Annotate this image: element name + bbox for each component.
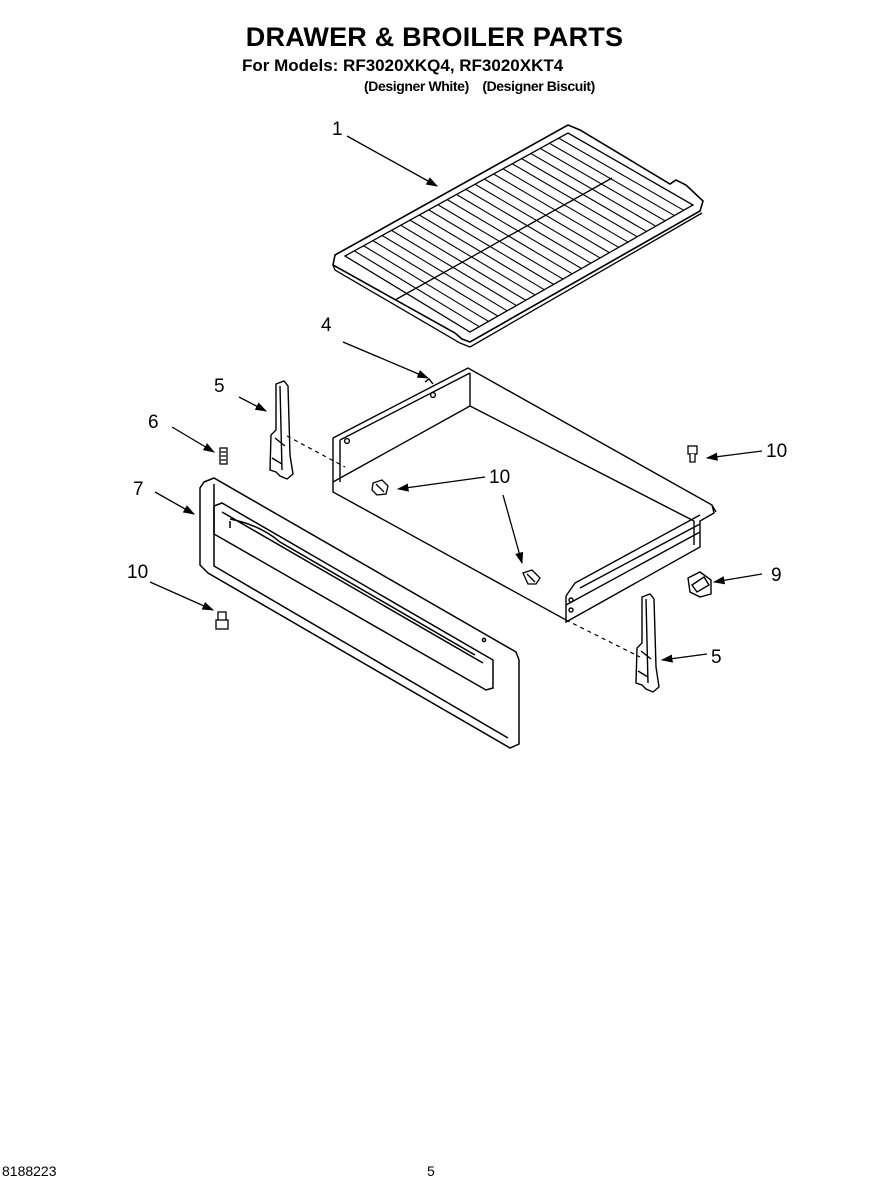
doc-number: 8188223: [2, 1163, 57, 1179]
grid-slat: [549, 142, 675, 217]
page-title: DRAWER & BROILER PARTS: [245, 22, 624, 52]
grid-slat: [409, 219, 536, 296]
drawer-slide-right: [635, 593, 660, 693]
grid-slat: [363, 245, 489, 322]
grid-slat: [400, 224, 527, 301]
screw-10-middle: [522, 569, 541, 585]
grid-slat: [446, 199, 573, 275]
grid-slat: [354, 250, 480, 328]
callout-10-right: 10: [766, 441, 787, 462]
grid-slat: [437, 204, 564, 280]
grid-slat: [493, 173, 619, 248]
grid-slat: [419, 214, 545, 291]
grid-slat: [474, 183, 601, 259]
callout-labels: 1 4 5 6 7 10 10 10 9 5: [127, 119, 787, 668]
grid-slat: [465, 188, 592, 264]
callout-arrows: [149, 135, 763, 663]
grid-slat: [428, 209, 554, 285]
drawer-body: [332, 367, 717, 624]
screw-10-front: [215, 611, 229, 630]
drawer-slide-left: [269, 380, 294, 480]
callout-7: 7: [133, 479, 144, 500]
callout-5-left: 5: [214, 376, 225, 397]
grid-slat: [511, 163, 638, 238]
grid-slat: [456, 194, 582, 269]
drawer-front-panel: [199, 477, 520, 749]
models-line: For Models: RF3020XKQ4, RF3020XKT4: [242, 56, 564, 75]
grid-slat: [502, 168, 629, 243]
callout-10-front: 10: [127, 562, 148, 583]
grid-slat: [372, 240, 499, 317]
screw-10-right: [687, 445, 698, 463]
grid-slat: [539, 147, 666, 222]
callout-6: 6: [148, 412, 159, 433]
grid-slat: [558, 137, 684, 211]
callout-10-left: 10: [489, 467, 510, 488]
grid-slat: [530, 153, 657, 227]
callout-5-right: 5: [711, 647, 722, 668]
variant-white: (Designer White): [364, 78, 469, 94]
model-variants: (Designer White) (Designer Biscuit): [364, 78, 605, 94]
page-number: 5: [427, 1163, 435, 1179]
grid-slat: [381, 235, 508, 312]
grid-slat: [521, 158, 647, 232]
grid-slat: [484, 178, 610, 254]
grid-slat: [391, 229, 517, 307]
clip-9: [687, 571, 712, 598]
callout-9: 9: [771, 565, 782, 586]
callout-1: 1: [332, 119, 343, 140]
broiler-grid: [332, 124, 704, 348]
screw-10-left: [371, 479, 389, 496]
variant-biscuit: (Designer Biscuit): [482, 78, 595, 94]
callout-4: 4: [321, 315, 332, 336]
alignment-lines: [286, 435, 641, 658]
stud-6: [219, 447, 228, 465]
